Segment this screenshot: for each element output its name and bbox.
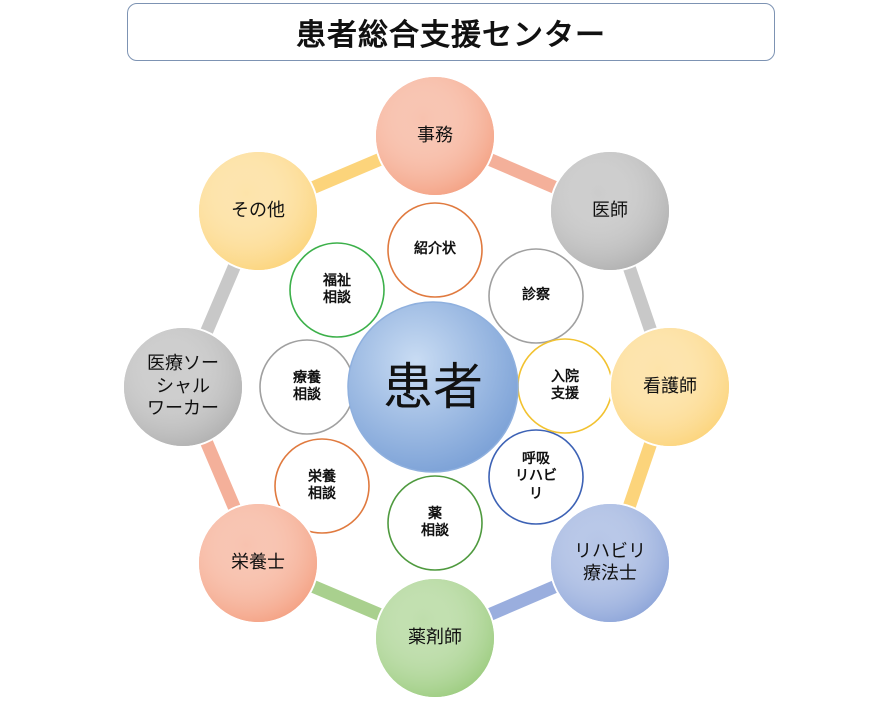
inner-node-kokyuu: [488, 429, 584, 525]
outer-nodes: [122, 75, 731, 699]
outer-label-msw: 医療ソー シャル ワーカー: [147, 353, 219, 420]
center-label: 患者: [383, 357, 483, 416]
inner-label-kokyuu: 呼吸 リハビ リ: [515, 450, 557, 502]
inner-label-kusuri: 薬 相談: [421, 505, 449, 540]
inner-label-shinsatsu: 診察: [522, 287, 550, 304]
outer-label-sonota: その他: [231, 199, 285, 221]
inner-label-shoukaijou: 紹介状: [414, 241, 456, 258]
outer-node-shade: [551, 152, 669, 270]
inner-label-nyuuin: 入院 支援: [551, 368, 579, 403]
outer-node-shade: [199, 152, 317, 270]
inner-node-shinsatsu: [488, 248, 584, 344]
outer-label-eiyoushi: 栄養士: [231, 551, 285, 573]
inner-label-eiyou: 栄養 相談: [308, 468, 336, 503]
outer-node-shade: [199, 504, 317, 622]
outer-label-jimu: 事務: [417, 124, 453, 146]
outer-label-rehab: リハビリ 療法士: [574, 540, 646, 585]
inner-node-kusuri: [387, 475, 483, 571]
inner-label-ryouyou: 療養 相談: [293, 369, 321, 404]
outer-label-kangoshi: 看護師: [643, 375, 697, 397]
inner-nodes: [259, 202, 613, 571]
outer-node-shade: [124, 328, 242, 446]
inner-node-shoukaijou: [387, 202, 483, 298]
title-box: 患者総合支援センター: [127, 3, 775, 61]
inner-label-fukushi: 福祉 相談: [323, 272, 351, 307]
outer-node-shade: [376, 77, 494, 195]
outer-label-ishi: 医師: [592, 199, 628, 221]
outer-label-yakuzaishi: 薬剤師: [408, 626, 462, 648]
center-circle: [347, 301, 519, 473]
outer-node-shade: [611, 328, 729, 446]
page-title: 患者総合支援センター: [296, 18, 606, 53]
outer-node-shade: [376, 579, 494, 697]
inner-node-eiyou: [274, 438, 370, 534]
outer-node-shade: [551, 504, 669, 622]
inner-node-fukushi: [289, 242, 385, 338]
